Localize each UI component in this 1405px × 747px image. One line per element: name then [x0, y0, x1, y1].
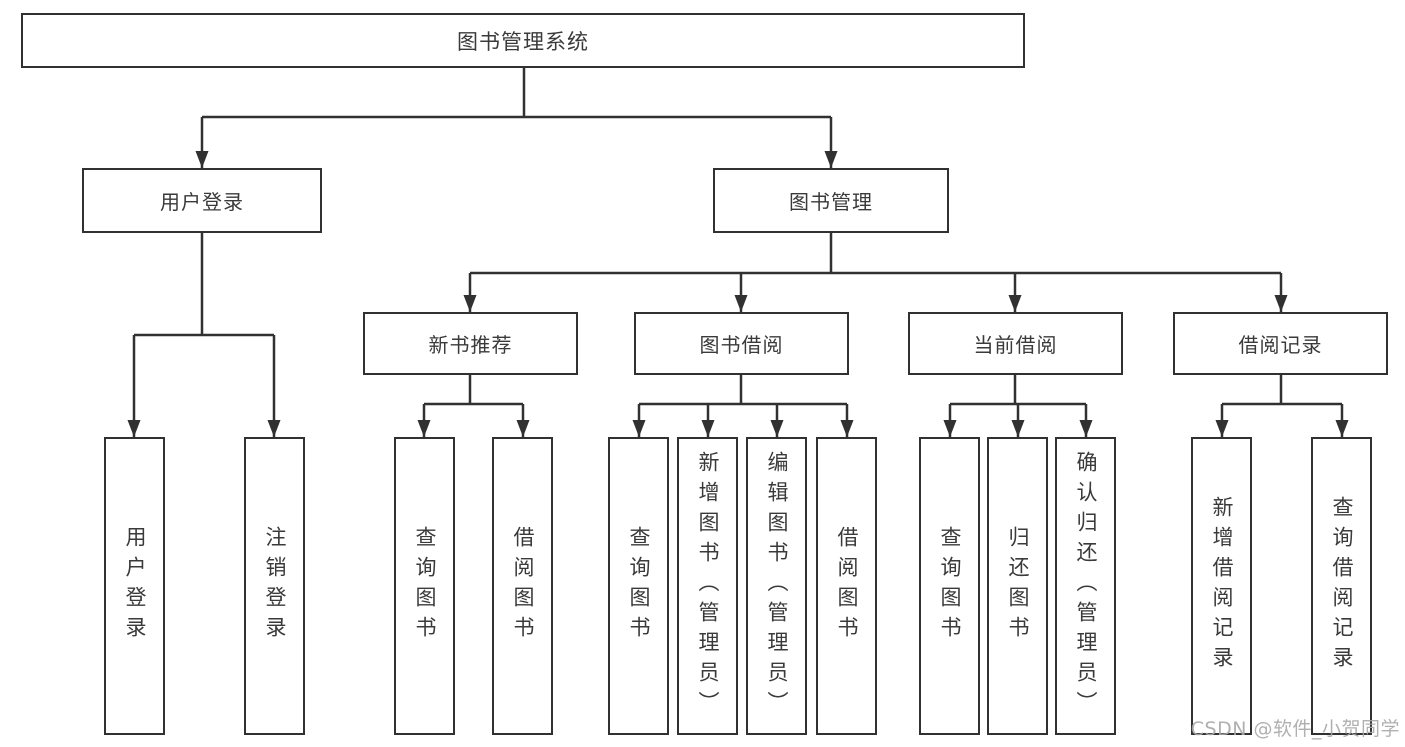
- csdn-watermark: CSDN @软件_小贺同学: [1190, 718, 1400, 740]
- leaf-edit-books-admin-label: 编辑图书（管理员）: [765, 451, 789, 721]
- leaf-query-books-recommend: 查询图书: [394, 437, 455, 735]
- connector-current-borrow-split: [950, 375, 1086, 406]
- leaf-return-books-label: 归还图书: [1006, 526, 1030, 646]
- leaf-query-books-current-label: 查询图书: [938, 526, 962, 646]
- node-root-library-system: 图书管理系统: [21, 13, 1025, 68]
- leaf-user-login-label: 用户登录: [123, 526, 147, 646]
- leaf-borrow-books-label: 借阅图书: [835, 526, 859, 646]
- leaf-borrow-books: 借阅图书: [816, 437, 877, 735]
- leaf-borrow-books-recommend-label: 借阅图书: [511, 526, 535, 646]
- leaf-add-borrow-record-label: 新增借阅记录: [1210, 496, 1234, 676]
- leaf-query-borrow-record-label: 查询借阅记录: [1330, 496, 1354, 676]
- leaf-add-books-admin: 新增图书（管理员）: [677, 437, 738, 735]
- connector-book-borrow-split: [639, 375, 847, 406]
- connector-new-book-split: [424, 375, 523, 406]
- leaf-add-borrow-record: 新增借阅记录: [1191, 437, 1252, 735]
- node-book-management-branch: 图书管理: [713, 168, 949, 233]
- node-new-book-recommendation: 新书推荐: [363, 312, 578, 375]
- leaf-logout: 注销登录: [244, 437, 305, 735]
- leaf-query-borrow-record: 查询借阅记录: [1311, 437, 1372, 735]
- leaf-query-books-borrowing: 查询图书: [608, 437, 669, 735]
- connector-root-split: [202, 68, 831, 119]
- connector-user-login-split: [134, 233, 274, 337]
- leaf-confirm-return-admin-label: 确认归还（管理员）: [1074, 451, 1098, 721]
- leaf-add-books-admin-label: 新增图书（管理员）: [696, 451, 720, 721]
- leaf-return-books: 归还图书: [987, 437, 1048, 735]
- connector-book-mgmt-split: [470, 233, 1281, 275]
- connector-records-split: [1222, 375, 1342, 406]
- leaf-user-login: 用户登录: [104, 437, 165, 735]
- node-current-borrowing: 当前借阅: [908, 312, 1123, 375]
- leaf-query-books-current: 查询图书: [919, 437, 980, 735]
- node-book-borrowing: 图书借阅: [634, 312, 849, 375]
- leaf-query-books-borrowing-label: 查询图书: [627, 526, 651, 646]
- leaf-query-books-recommend-label: 查询图书: [413, 526, 437, 646]
- leaf-logout-label: 注销登录: [263, 526, 287, 646]
- leaf-confirm-return-admin: 确认归还（管理员）: [1055, 437, 1116, 735]
- leaf-borrow-books-recommend: 借阅图书: [492, 437, 553, 735]
- node-user-login-branch: 用户登录: [82, 168, 322, 233]
- node-borrowing-records: 借阅记录: [1173, 312, 1388, 375]
- leaf-edit-books-admin: 编辑图书（管理员）: [746, 437, 807, 735]
